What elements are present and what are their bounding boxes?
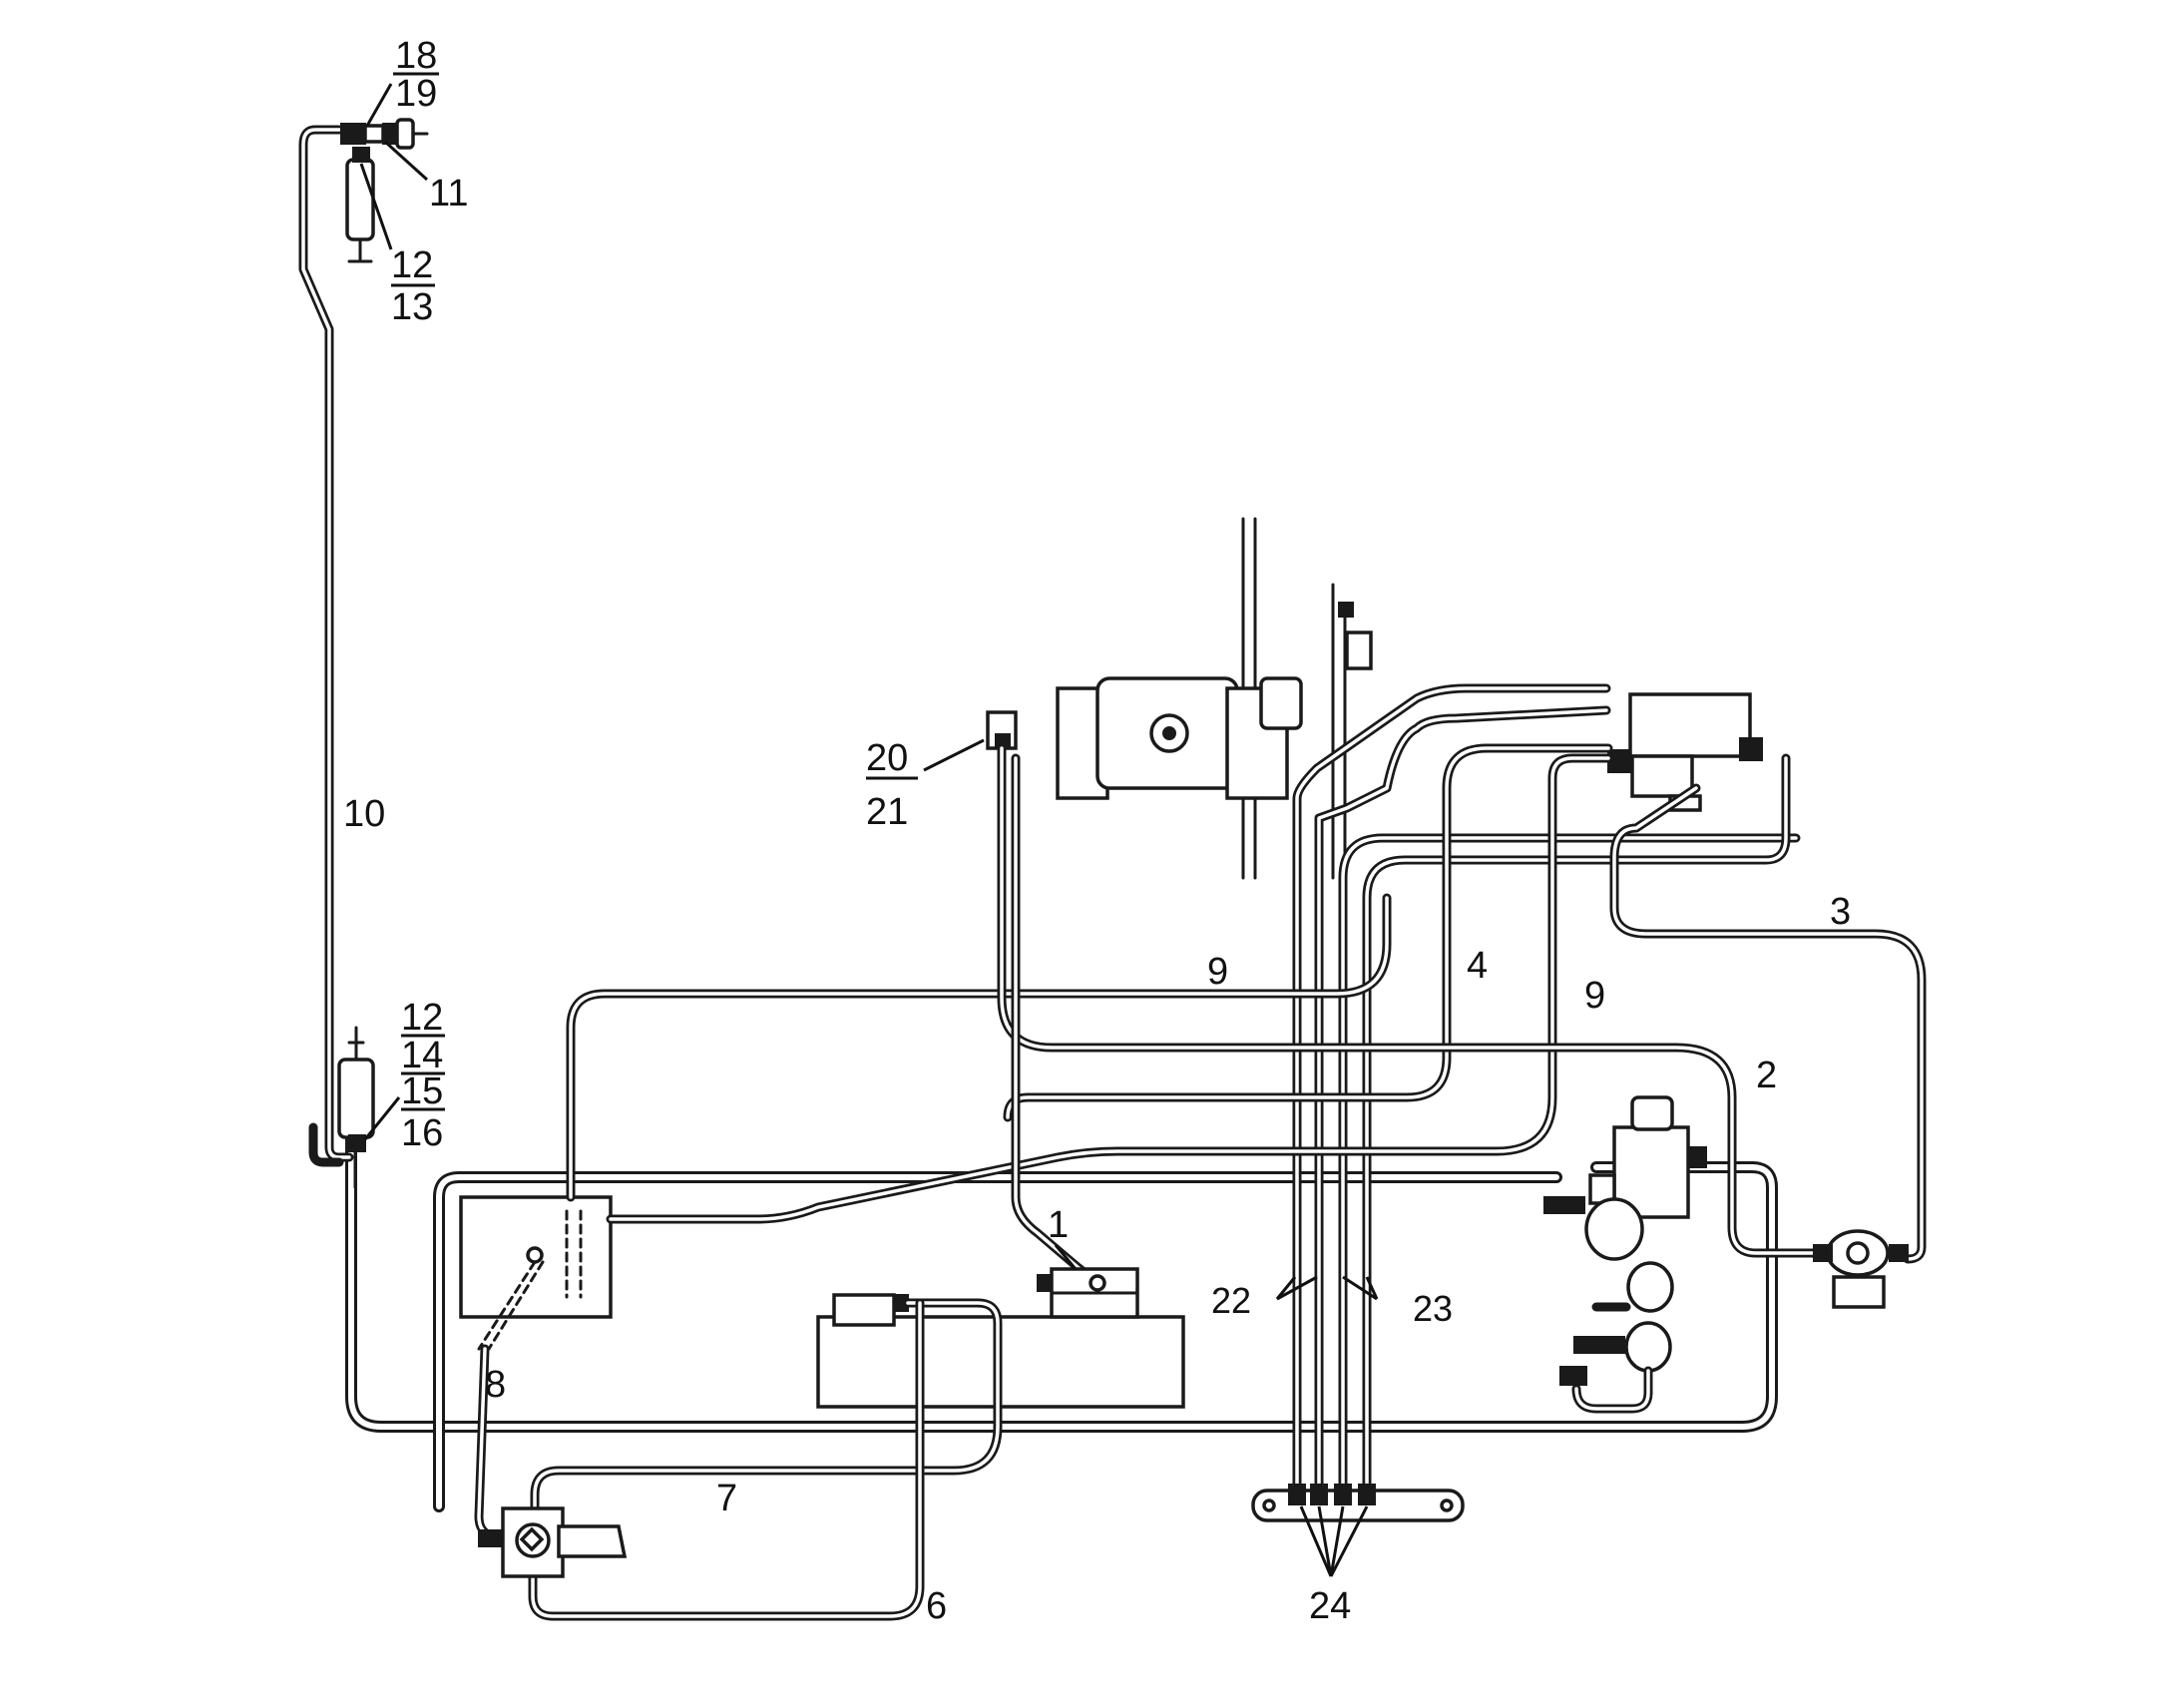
line-9-right <box>606 753 1613 1224</box>
hydraulic-tank <box>459 1195 613 1351</box>
hydraulic-pump <box>986 676 1303 800</box>
label-14: 14 <box>401 1035 443 1076</box>
label-23: 23 <box>1413 1288 1453 1329</box>
label-22: 22 <box>1211 1280 1251 1321</box>
lines-22-23-bundle <box>1292 683 1801 1492</box>
label-24: 24 <box>1309 1585 1351 1627</box>
label-7: 7 <box>716 1478 737 1519</box>
fraction-bars <box>391 72 918 1111</box>
bottom-manifold <box>1251 1484 1465 1522</box>
line-7 <box>530 1298 1003 1513</box>
leader-lines <box>359 83 1379 1577</box>
line-6 <box>528 1298 925 1621</box>
line-10 <box>298 125 354 1167</box>
label-2: 2 <box>1756 1055 1777 1096</box>
label-15: 15 <box>401 1070 443 1112</box>
label-12-top: 12 <box>391 244 433 286</box>
label-20: 20 <box>866 737 908 779</box>
top-filter-assembly <box>340 118 429 263</box>
chassis-frame <box>1241 517 1373 880</box>
label-3: 3 <box>1830 891 1851 933</box>
lower-filter-assembly <box>337 1026 375 1189</box>
label-9-upper: 9 <box>1207 951 1228 993</box>
label-1: 1 <box>1048 1204 1069 1246</box>
right-motor <box>1813 1229 1909 1309</box>
part-labels: 18 19 11 12 13 10 12 14 15 16 20 21 9 4 … <box>343 35 1851 1627</box>
label-12-bottom: 12 <box>401 997 443 1039</box>
label-16: 16 <box>401 1112 443 1154</box>
label-11: 11 <box>429 173 468 214</box>
accumulator-group <box>1543 1095 1707 1414</box>
label-8: 8 <box>485 1364 506 1406</box>
priority-valve <box>478 1506 628 1578</box>
line-3 <box>1609 783 1927 1264</box>
label-9-right: 9 <box>1584 975 1605 1017</box>
label-21: 21 <box>866 791 908 833</box>
line-9-upper <box>566 893 1392 1202</box>
label-4: 4 <box>1467 945 1488 987</box>
line-4 <box>1003 743 1613 1122</box>
label-18: 18 <box>395 35 437 77</box>
return-loop-line <box>345 1121 1778 1512</box>
label-13: 13 <box>391 286 433 328</box>
label-10: 10 <box>343 793 385 835</box>
line-1 <box>1011 753 1092 1280</box>
label-6: 6 <box>926 1585 947 1627</box>
control-valve-block <box>1607 692 1763 812</box>
label-19: 19 <box>395 73 437 115</box>
